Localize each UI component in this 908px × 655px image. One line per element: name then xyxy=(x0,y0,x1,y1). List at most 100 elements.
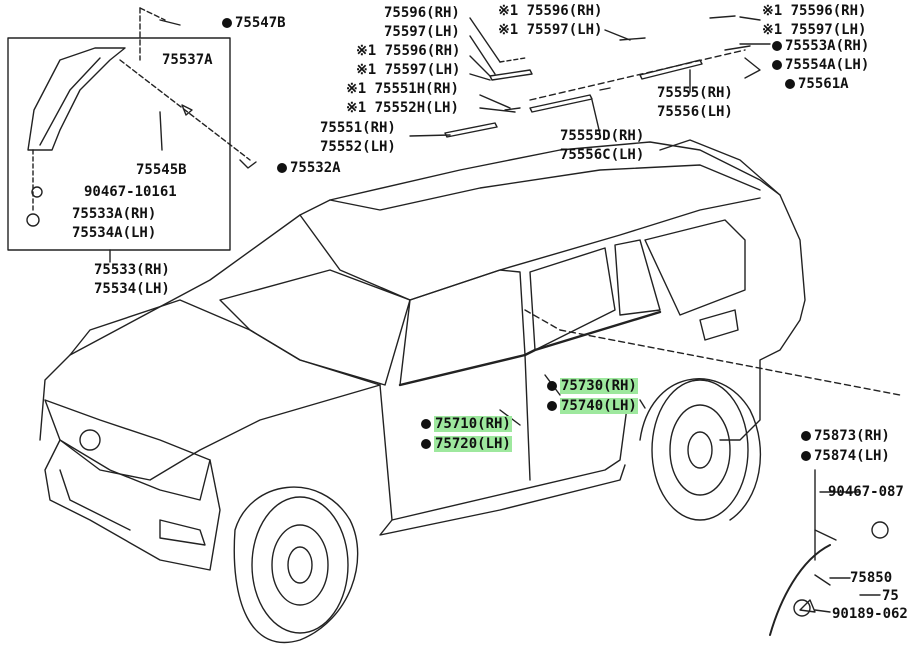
grille xyxy=(44,399,211,501)
label-75534: 75534(LH) xyxy=(94,281,170,297)
label-75561a: 75561A xyxy=(785,76,849,92)
dot xyxy=(801,451,811,461)
part-number: ※1 75597(LH) xyxy=(762,22,867,38)
part-number: 75532A xyxy=(290,160,341,176)
dot xyxy=(772,41,782,51)
part-number: ※1 75597(LH) xyxy=(356,62,461,78)
part-number: 75710(RH) xyxy=(434,416,512,432)
part-number: 75547B xyxy=(235,15,286,31)
dot xyxy=(222,18,232,28)
label-x75597-a: ※1 75597(LH) xyxy=(498,22,602,38)
part-number: 75556C(LH) xyxy=(560,147,645,163)
part-number: 75553A(RH) xyxy=(785,38,870,54)
dot xyxy=(421,419,431,429)
label-75556c: 75556C(LH) xyxy=(560,147,644,163)
label-75873: 75873(RH) xyxy=(801,428,890,444)
part-number: 75850 xyxy=(850,570,893,586)
part-number: 75552(LH) xyxy=(320,139,396,155)
label-75533: 75533(RH) xyxy=(94,262,170,278)
front-wheel-arch xyxy=(233,486,359,644)
pillar-garnish xyxy=(27,47,126,151)
label-75547b: 75547B xyxy=(222,15,286,31)
label-75850: 75850 xyxy=(850,570,892,586)
part-number: 75537A xyxy=(162,52,213,68)
label-x75551h: ※1 75551H(RH) xyxy=(346,81,459,97)
part-number: 75545B xyxy=(136,162,187,178)
label-75555: 75555(RH) xyxy=(657,85,733,101)
label-75740: 75740(LH) xyxy=(547,398,638,414)
part-number: 75740(LH) xyxy=(560,398,638,414)
part-number: 75554A(LH) xyxy=(785,57,870,73)
label-x75552h: ※1 75552H(LH) xyxy=(346,100,459,116)
label-75537a: 75537A xyxy=(162,52,213,68)
part-number: 90467-087 xyxy=(828,484,904,500)
part-number: 75533(RH) xyxy=(94,262,170,278)
part-number: 75551(RH) xyxy=(320,120,396,136)
part-number: 75 xyxy=(882,588,899,604)
vehicle-outline xyxy=(39,141,806,441)
hood xyxy=(59,299,381,481)
part-number: 75873(RH) xyxy=(814,428,890,444)
part-number: 75534(LH) xyxy=(94,281,170,297)
mudguard-part xyxy=(769,544,831,636)
dot xyxy=(801,431,811,441)
label-75874: 75874(LH) xyxy=(801,448,890,464)
label-75545b: 75545B xyxy=(136,162,187,178)
part-number: ※1 75596(RH) xyxy=(762,3,867,19)
label-75551: 75551(RH) xyxy=(320,120,396,136)
label-75532a: 75532A xyxy=(277,160,341,176)
part-number: ※1 75552H(LH) xyxy=(346,100,459,116)
part-number: 75597(LH) xyxy=(384,24,460,40)
label-90467-10161: 90467-10161 xyxy=(84,184,177,200)
part-number: 75534A(LH) xyxy=(72,225,157,241)
part-number: 75874(LH) xyxy=(814,448,890,464)
part-number: ※1 75596(RH) xyxy=(356,43,461,59)
rear-wheel xyxy=(651,379,749,521)
label-90467-087: 90467-087 xyxy=(828,484,904,500)
dot xyxy=(421,439,431,449)
front-wheel xyxy=(251,496,349,634)
label-90189-062: 90189-062 xyxy=(832,606,908,622)
label-75554a: 75554A(LH) xyxy=(772,57,869,73)
label-75720: 75720(LH) xyxy=(421,436,512,452)
label-x75596-b: ※1 75596(RH) xyxy=(356,43,460,59)
part-number: 75730(RH) xyxy=(560,378,638,394)
label-x75596-a: ※1 75596(RH) xyxy=(498,3,602,19)
part-number: 75561A xyxy=(798,76,849,92)
part-number: 75555(RH) xyxy=(657,85,733,101)
label-x75597-b: ※1 75597(LH) xyxy=(356,62,460,78)
label-x75596-c: ※1 75596(RH) xyxy=(762,3,866,19)
label-75596: 75596(RH) xyxy=(384,5,460,21)
part-number: ※1 75596(RH) xyxy=(498,3,603,19)
label-75556: 75556(LH) xyxy=(657,104,733,120)
dot xyxy=(547,381,557,391)
dot xyxy=(772,60,782,70)
label-75533a: 75533A(RH) xyxy=(72,206,156,222)
label-75730: 75730(RH) xyxy=(547,378,638,394)
part-number: 90467-10161 xyxy=(84,184,177,200)
dot xyxy=(547,401,557,411)
part-number: 90189-062 xyxy=(832,606,908,622)
part-number: 75556(LH) xyxy=(657,104,733,120)
label-75-trunc: 75 xyxy=(882,588,899,604)
part-number: ※1 75551H(RH) xyxy=(346,81,459,97)
label-75534a: 75534A(LH) xyxy=(72,225,156,241)
part-number: ※1 75597(LH) xyxy=(498,22,603,38)
label-75710: 75710(RH) xyxy=(421,416,512,432)
label-75555d: 75555D(RH) xyxy=(560,128,644,144)
dot xyxy=(277,163,287,173)
roof-strip xyxy=(489,69,533,81)
part-number: 75555D(RH) xyxy=(560,128,645,144)
label-75597: 75597(LH) xyxy=(384,24,460,40)
quarter-window xyxy=(644,219,746,316)
part-number: 75533A(RH) xyxy=(72,206,157,222)
part-number: 75720(LH) xyxy=(434,436,512,452)
label-75553a: 75553A(RH) xyxy=(772,38,869,54)
label-75552: 75552(LH) xyxy=(320,139,396,155)
dot xyxy=(785,79,795,89)
front-door-window xyxy=(399,269,526,386)
label-x75597-c: ※1 75597(LH) xyxy=(762,22,866,38)
part-number: 75596(RH) xyxy=(384,5,460,21)
